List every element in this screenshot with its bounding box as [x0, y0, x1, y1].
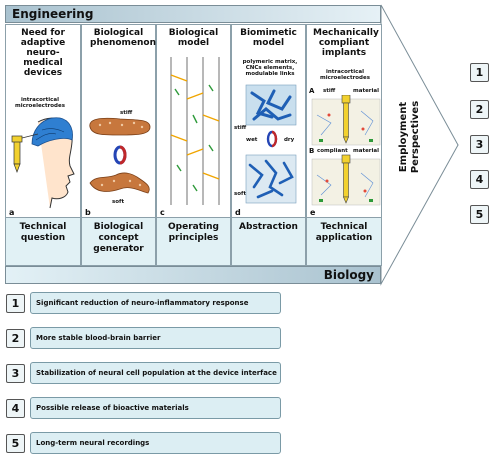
nanocomposite-illustration — [245, 84, 297, 204]
list-number-5: 5 — [6, 434, 25, 453]
column-d-note: polymeric matrix, CNCs elements, modulab… — [242, 59, 298, 77]
panel-b-label: B — [309, 147, 315, 155]
side-number-1: 1 — [470, 63, 489, 82]
side-number-5: 5 — [470, 205, 489, 224]
column-e-bottom: Technical application — [307, 217, 381, 265]
column-d-soft-label: soft — [234, 191, 247, 197]
column-b-title: Biological phenomenon — [90, 28, 157, 48]
side-number-2: 2 — [470, 100, 489, 119]
electrode-note: intracortical microelectrodes — [14, 97, 66, 109]
employment-perspectives-label: Employment Perspectives — [388, 80, 428, 200]
column-d-bottom: Abstraction — [232, 217, 305, 265]
column-b-letter: b — [85, 208, 91, 217]
list-number-4: 4 — [6, 399, 25, 418]
list-number-2: 2 — [6, 329, 25, 348]
column-e-note: intracortical microelectrodes — [319, 69, 371, 81]
column-d-wet-label: wet — [246, 137, 258, 143]
panel-b-material-label: material — [353, 148, 379, 154]
arrow-label-line2: Perspectives — [410, 100, 421, 174]
column-b-bottom: Biological concept generator — [82, 217, 155, 265]
column-a-bottom: Technical question — [6, 217, 80, 265]
arrow-label-line1: Employment — [398, 101, 409, 173]
list-item-5: Long-term neural recordings — [30, 432, 281, 454]
column-d: Biomimetic model polymeric matrix, CNCs … — [231, 24, 306, 266]
column-e-title: Mechanically compliant implants — [313, 28, 379, 58]
column-b-stiff-label: stiff — [120, 110, 133, 116]
column-e: Mechanically compliant implants intracor… — [306, 24, 382, 266]
column-d-dry-label: dry — [284, 137, 295, 143]
panel-a-label: A — [309, 87, 315, 95]
engineering-bar: Engineering — [5, 5, 381, 23]
side-number-3: 3 — [470, 135, 489, 154]
engineering-label: Engineering — [12, 7, 94, 21]
list-number-1: 1 — [6, 294, 25, 313]
list-item-2: More stable blood-brain barrier — [30, 327, 281, 349]
column-b-soft-label: soft — [112, 199, 125, 205]
implant-illustration — [311, 95, 381, 206]
column-b: Biological phenomenon stiff soft b Biolo… — [81, 24, 156, 266]
biology-label: Biology — [323, 268, 374, 282]
list-item-1: Significant reduction of neuro-inflammat… — [30, 292, 281, 314]
panel-a-stiff-label: stiff — [323, 88, 336, 94]
list-item-3: Stabilization of neural cell population … — [30, 362, 281, 384]
collagen-fibril-illustration — [170, 57, 220, 205]
column-c: Biological model c Operating principles — [156, 24, 231, 266]
column-e-letter: e — [310, 208, 316, 217]
sea-cucumber-illustration — [89, 117, 151, 194]
panel-a-material-label: material — [353, 88, 379, 94]
biology-bar: Biology — [5, 266, 381, 284]
list-number-3: 3 — [6, 364, 25, 383]
column-c-bottom: Operating principles — [157, 217, 230, 265]
column-a-title: Need for adaptive neuro-medical devices — [20, 28, 66, 78]
column-a: Need for adaptive neuro-medical devices … — [5, 24, 81, 266]
column-d-title: Biomimetic model — [240, 28, 297, 48]
list-item-4: Possible release of bioactive materials — [30, 397, 281, 419]
column-d-stiff-label: stiff — [234, 125, 247, 131]
column-a-letter: a — [9, 208, 15, 217]
panel-b-compliant-label: compliant — [317, 148, 348, 154]
side-number-4: 4 — [470, 170, 489, 189]
column-c-title: Biological model — [168, 28, 219, 48]
column-c-letter: c — [160, 208, 165, 217]
column-d-letter: d — [235, 208, 241, 217]
head-electrode-illustration — [11, 117, 75, 209]
